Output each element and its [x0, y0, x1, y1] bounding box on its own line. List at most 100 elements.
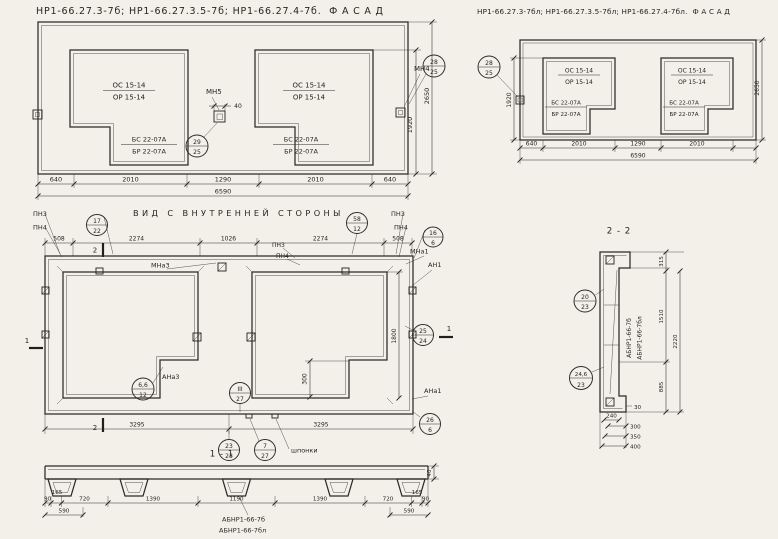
callout-top: 6,6 — [138, 382, 148, 389]
callout-top: III — [237, 386, 243, 393]
callout-bottom: 12 — [139, 392, 147, 399]
dim-720: 720 — [383, 497, 394, 503]
dim-508: 508 — [53, 236, 65, 243]
rib-sections — [47, 478, 426, 497]
key-symbol — [245, 413, 253, 419]
embed-plate-inner — [35, 112, 40, 117]
label-os: ОС 15-14 — [678, 68, 706, 75]
callout-bottom: 25 — [193, 149, 201, 156]
embed-plate-symbol — [41, 330, 50, 339]
dim-2274: 2274 — [129, 236, 144, 243]
dim-2010: 2010 — [122, 176, 139, 184]
callout-bottom: 25 — [485, 70, 493, 77]
callout-circle-17-22: 17 22 — [86, 214, 114, 255]
callout-circle-246-23: 24,6 23 — [569, 366, 605, 390]
dim-590: 590 — [404, 509, 415, 515]
label-pn3: ПН3 — [272, 242, 285, 249]
dim-1290: 1290 — [215, 176, 232, 184]
label-pn4: ПН4 — [394, 224, 408, 232]
callout-top: 23 — [225, 443, 233, 450]
dim-40: 40 — [427, 469, 433, 477]
dim-ticks — [599, 249, 683, 449]
dim-ticks — [211, 103, 228, 109]
section-2-2-view: 2 - 2 20 23 24,6 23 АБНР1-66-7б АБНР1-66… — [569, 227, 684, 451]
opening-right-outline — [251, 271, 388, 399]
leader-line — [404, 325, 413, 331]
dim-ticks — [511, 37, 765, 163]
opening-left-outline — [69, 49, 189, 166]
embed-plate-diagonals — [41, 262, 417, 342]
label-bs: БС 22-07А — [551, 101, 581, 107]
label-or: ОР 15-14 — [565, 79, 593, 86]
rib — [47, 478, 77, 497]
dim-extensions — [599, 251, 684, 448]
dim-1390: 1390 — [146, 497, 161, 503]
section-1-label: 1 — [25, 337, 29, 345]
dim-total-6590: 6590 — [215, 188, 232, 196]
dim-300: 300 — [302, 373, 309, 385]
rib — [396, 478, 426, 497]
opening-left-inner — [73, 53, 185, 162]
leader-line — [395, 213, 404, 255]
callout-circle-58-12: 58 12 — [346, 212, 368, 255]
leader-line — [405, 255, 425, 265]
dim-2010: 2010 — [307, 176, 324, 184]
embed-plate-symbol — [213, 110, 226, 123]
dim-165: 165 — [412, 490, 423, 496]
opening-right-outline — [660, 57, 734, 135]
dim-1290: 1290 — [630, 141, 645, 148]
callout-top: 24,6 — [575, 372, 588, 378]
label-os: ОС 15-14 — [293, 82, 327, 90]
callout-bottom: 6 — [431, 240, 435, 247]
embed-plate-symbol — [408, 286, 417, 295]
leader-line — [249, 418, 260, 442]
rib — [221, 478, 252, 497]
section-2-2-title: 2 - 2 — [607, 227, 632, 237]
dim-1800: 1800 — [391, 328, 398, 343]
leader-line — [152, 366, 164, 384]
dim-40: 40 — [234, 103, 242, 110]
rib-inner-lines — [52, 482, 421, 493]
callout-top: 28 — [430, 59, 438, 66]
dim-885: 885 — [659, 381, 665, 392]
opening-left-inner — [66, 275, 195, 395]
panel-inner-line — [48, 259, 410, 411]
embed-plate-symbol — [32, 109, 43, 120]
leader-line — [411, 410, 421, 418]
label-or: ОР 15-14 — [678, 79, 706, 86]
inner-side-view: В И Д С В Н У Т Р Е Н Н Е Й С Т О Р О Н … — [25, 207, 453, 461]
callout-circle-20-23: 20 23 — [573, 288, 605, 313]
leader-line — [403, 73, 421, 108]
label-mn4: МН4 — [414, 65, 430, 73]
embed-plate-symbol — [246, 332, 256, 342]
label-mna1: МНа1 — [410, 248, 429, 256]
leader-line — [44, 213, 61, 255]
slab-outline — [44, 465, 429, 480]
embed-plate-symbols — [41, 262, 417, 342]
dim-30: 30 — [634, 405, 642, 411]
key-symbol — [271, 413, 279, 419]
label-abnr-l: АБНР1-66-7бл — [219, 527, 266, 535]
label-br: БР 22-07А — [551, 112, 580, 118]
dim-90: 90 — [422, 497, 430, 503]
section-2-label: 2 — [93, 424, 97, 432]
dim-508: 508 — [392, 236, 404, 243]
dim-590: 590 — [59, 509, 70, 515]
label-ana1: АНа1 — [424, 387, 441, 395]
label-an1: АН1 — [428, 261, 441, 269]
dim-lines — [602, 252, 681, 447]
leader-line — [351, 233, 358, 255]
leader-line — [203, 122, 218, 138]
label-pn3: ПН3 — [391, 210, 405, 218]
callout-top: 29 — [193, 139, 201, 146]
dim-lines — [38, 22, 433, 197]
dim-extensions — [44, 465, 439, 517]
dim-extensions — [44, 238, 414, 434]
opening-right-inner — [664, 61, 730, 131]
embed-plate-symbol — [192, 332, 202, 342]
callout-circle-25-24: 25 24 — [404, 324, 434, 346]
dim-400: 400 — [630, 445, 641, 451]
dim-90: 90 — [44, 497, 52, 503]
dim-extensions — [37, 21, 437, 200]
embed-plate-symbol — [515, 95, 525, 105]
